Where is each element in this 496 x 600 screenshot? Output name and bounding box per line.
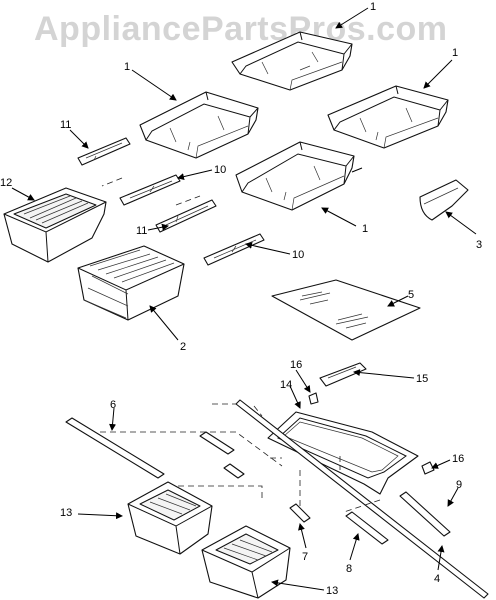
rail-part-8[interactable] <box>345 511 389 545</box>
bracket-part-7[interactable] <box>289 503 311 523</box>
rail-part-9[interactable] <box>399 491 451 537</box>
callout-11-lower: 11 <box>136 225 147 237</box>
shelf-part-1-center[interactable] <box>235 141 355 211</box>
callout-13-left: 13 <box>60 507 72 519</box>
callout-7: 7 <box>302 551 308 563</box>
rail-part-10-upper[interactable] <box>119 174 181 206</box>
callout-1-center: 1 <box>362 223 368 235</box>
callout-1-right: 1 <box>452 47 458 59</box>
callout-1-top: 1 <box>370 1 376 13</box>
rail-part-10-lower[interactable] <box>203 233 265 266</box>
watermark-logo: AppliancePartsPros.com <box>34 10 447 48</box>
shelf-part-1-right[interactable] <box>327 85 449 149</box>
small-rail-left <box>199 431 235 455</box>
pan-part-12[interactable] <box>3 187 107 263</box>
callout-8: 8 <box>346 563 352 575</box>
rail-part-11-upper[interactable] <box>77 137 131 166</box>
part-15-bracket[interactable] <box>319 362 367 387</box>
frame-part-14[interactable] <box>267 411 419 495</box>
callout-10-upper: 10 <box>214 164 226 176</box>
callout-15: 15 <box>416 373 428 385</box>
callout-9: 9 <box>456 479 462 491</box>
part-16-clip-right[interactable] <box>421 461 435 475</box>
callout-5: 5 <box>408 289 414 301</box>
callout-2: 2 <box>180 341 186 353</box>
callout-16-upper: 16 <box>290 359 302 371</box>
part-16-clip-upper[interactable] <box>308 392 319 405</box>
small-clip-left <box>223 463 245 479</box>
shelf-part-1-left[interactable] <box>139 91 259 159</box>
basket-part-2[interactable] <box>77 245 185 321</box>
callout-16-right: 16 <box>452 453 464 465</box>
strip-part-6[interactable] <box>65 417 165 479</box>
callout-4: 4 <box>434 573 440 585</box>
callout-14: 14 <box>280 379 292 391</box>
callout-13-right: 13 <box>326 585 338 597</box>
shelf-part-1-top[interactable] <box>231 31 353 91</box>
leader-lines <box>11 7 477 591</box>
callout-11-upper: 11 <box>60 119 71 131</box>
glass-part-5[interactable] <box>271 279 421 341</box>
callout-10-lower: 10 <box>292 249 304 261</box>
rod-part-4[interactable] <box>235 399 489 599</box>
callout-labels: 1 1 1 1 11 10 12 11 10 3 2 5 16 15 14 6 … <box>0 1 482 597</box>
pan-part-13-left[interactable] <box>127 481 213 555</box>
callout-12: 12 <box>0 177 12 189</box>
callout-3: 3 <box>476 239 482 251</box>
part-3-cover[interactable] <box>419 179 469 221</box>
rail-part-11-lower[interactable] <box>155 199 217 233</box>
callout-1-left: 1 <box>124 61 130 73</box>
callout-6: 6 <box>110 399 116 411</box>
pan-part-13-right[interactable] <box>201 525 291 599</box>
